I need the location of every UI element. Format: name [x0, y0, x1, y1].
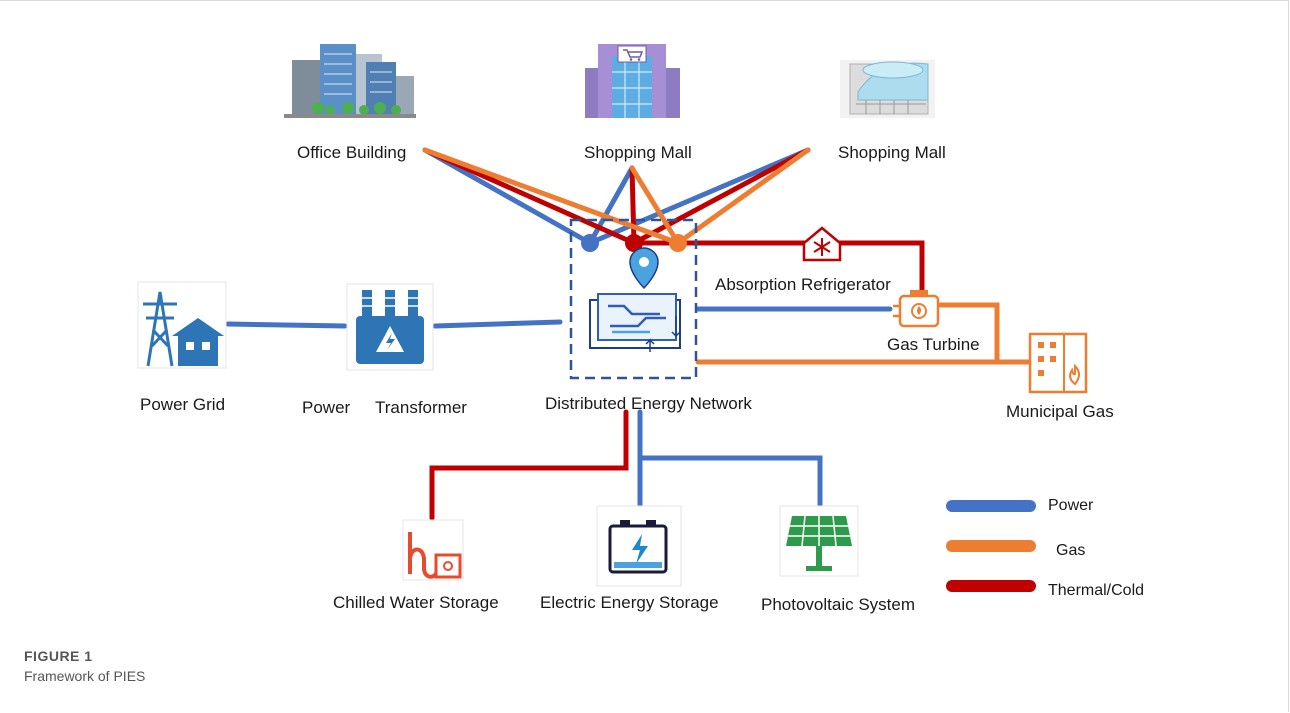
power-grid-label: Power Grid: [140, 395, 226, 414]
shopping-mall-2-icon: [840, 60, 935, 118]
thermal-line-mall1: [629, 165, 637, 246]
legend-power-label: Power: [1048, 497, 1094, 514]
figure-caption: Framework of PIES: [24, 668, 146, 684]
power-grid-icon: [137, 281, 227, 369]
gas-line-mall2: [675, 147, 811, 246]
legend: [946, 500, 1036, 592]
thermal-node: [625, 234, 643, 252]
photovoltaic-label: Photovoltaic System: [761, 595, 916, 614]
gas-node: [669, 234, 687, 252]
distributed-network-label: Distributed Energy Network: [545, 394, 752, 413]
thermal-line-refrigerator: [631, 240, 925, 295]
legend-gas-label: Gas: [1056, 542, 1086, 559]
distributed-network-icon: [589, 247, 681, 352]
gas-turbine-icon: [893, 290, 940, 328]
gas-line-office: [422, 147, 681, 246]
power-line-mall2: [587, 147, 811, 246]
power-line-transformer: [432, 319, 563, 329]
legend-thermal-label: Thermal/Cold: [1048, 582, 1145, 599]
chilled-water-label: Chilled Water Storage: [333, 593, 499, 612]
office-building-icon: [280, 40, 420, 120]
electric-storage-label: Electric Energy Storage: [540, 593, 719, 612]
power-node: [581, 234, 599, 252]
power-transformer-label-b: Transformer: [375, 398, 467, 417]
chilled-water-icon: [402, 519, 464, 581]
power-transformer-label-a: Power: [302, 398, 351, 417]
power-line-grid: [225, 321, 348, 329]
municipal-gas-label: Municipal Gas: [1006, 402, 1114, 421]
refrigerator-icon: [802, 226, 842, 262]
power-line-pv: [637, 409, 823, 509]
office-building-label: Office Building: [297, 143, 407, 162]
gas-line-mall1: [629, 165, 681, 246]
transformer-icon: [346, 283, 434, 371]
shopping-mall-label: Shopping Mall: [584, 143, 692, 162]
municipal-gas-icon: [1028, 332, 1088, 394]
gas-lines: [422, 147, 1033, 365]
gas-line-turbine: [937, 302, 1000, 365]
thermal-line-mall2: [631, 147, 811, 246]
network-boundary: [569, 218, 698, 380]
power-line-office: [422, 147, 593, 246]
battery-icon: [596, 505, 682, 587]
gas-turbine-label: Gas Turbine: [887, 335, 980, 354]
thermal-line-office: [422, 147, 637, 246]
power-line-mall1: [587, 165, 635, 246]
absorption-refrigerator-label: Absorption Refrigerator: [715, 275, 891, 294]
thermal-line-chilled: [429, 409, 629, 521]
shopping-mall-icon: [585, 44, 680, 118]
power-lines: [225, 147, 893, 513]
thermal-lines: [422, 147, 925, 521]
figure-number: FIGURE 1: [24, 648, 93, 664]
solar-panel-icon: [779, 505, 859, 577]
shopping-mall-2-label: Shopping Mall: [838, 143, 946, 162]
